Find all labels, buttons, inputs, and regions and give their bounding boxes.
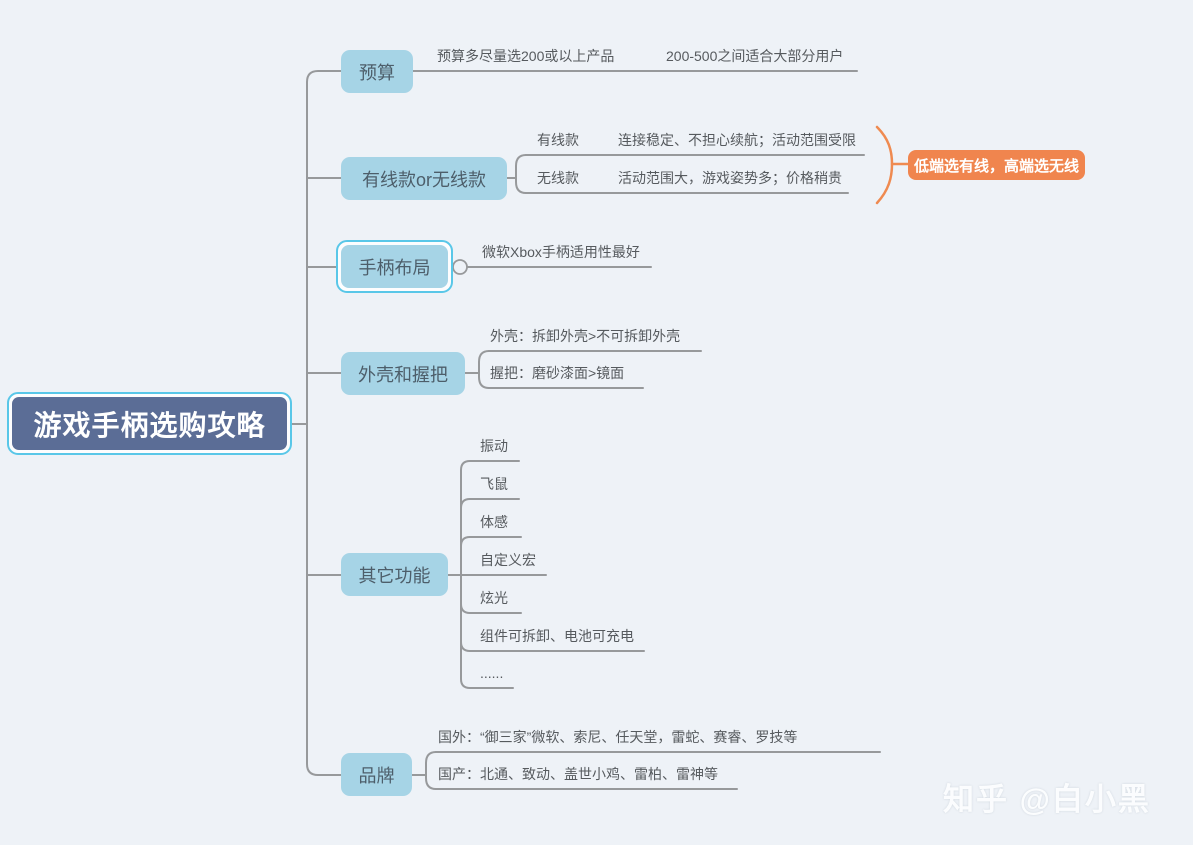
topic-rgb-light[interactable]: 炫光 — [480, 590, 508, 606]
root-topic[interactable]: 游戏手柄选购攻略 — [12, 397, 287, 450]
topic-wired[interactable]: 有线款 — [537, 132, 579, 148]
topic-wireless-desc[interactable]: 活动范围大，游戏姿势多；价格稍贵 — [618, 170, 842, 186]
underline-airmouse — [460, 498, 520, 576]
branch-layout-selection: 手柄布局 — [336, 240, 453, 293]
topic-vibration[interactable]: 振动 — [480, 438, 508, 454]
underline-vibration — [460, 460, 520, 576]
topic-modular-battery[interactable]: 组件可拆卸、电池可充电 — [480, 628, 634, 644]
root-topic-selection: 游戏手柄选购攻略 — [7, 392, 292, 455]
topic-wireless[interactable]: 无线款 — [537, 170, 579, 186]
summary-callout[interactable]: 低端选有线，高端选无线 — [908, 150, 1085, 180]
topic-budget-note-1[interactable]: 预算多尽量选200或以上产品 — [437, 48, 615, 64]
branch-brand[interactable]: 品牌 — [341, 753, 412, 796]
collapse-handle-icon[interactable] — [452, 259, 468, 275]
topic-grip[interactable]: 握把：磨砂漆面>镜面 — [490, 365, 625, 381]
connector-trunk — [306, 70, 342, 776]
underline-etc — [460, 574, 514, 689]
topic-brand-domestic[interactable]: 国产：北通、致动、盖世小鸡、雷柏、雷神等 — [438, 766, 718, 782]
summary-brace-icon — [875, 125, 910, 205]
underline-motion — [460, 536, 522, 576]
branch-layout[interactable]: 手柄布局 — [341, 245, 448, 288]
topic-motion-sense[interactable]: 体感 — [480, 514, 508, 530]
bracket-shell-group — [478, 350, 490, 389]
topic-custom-macro[interactable]: 自定义宏 — [480, 552, 536, 568]
topic-budget-note-2[interactable]: 200-500之间适合大部分用户 — [666, 48, 844, 64]
topic-etc[interactable]: ...... — [480, 665, 504, 681]
connector-lines — [291, 70, 881, 790]
topic-brand-intl[interactable]: 国外：“御三家”微软、索尼、任天堂，雷蛇、赛睿、罗技等 — [438, 729, 798, 745]
topic-layout-note[interactable]: 微软Xbox手柄适用性最好 — [482, 244, 640, 260]
topic-wired-desc[interactable]: 连接稳定、不担心续航；活动范围受限 — [618, 132, 856, 148]
zhihu-watermark: 知乎 @白小黑 — [943, 782, 1151, 817]
branch-wired-or-wireless[interactable]: 有线款or无线款 — [341, 157, 507, 200]
topic-shell[interactable]: 外壳：拆卸外壳>不可拆卸外壳 — [490, 328, 681, 344]
topic-airmouse[interactable]: 飞鼠 — [480, 476, 508, 492]
bracket-wired-group — [515, 154, 527, 194]
branch-shell-grip[interactable]: 外壳和握把 — [341, 352, 465, 395]
bracket-brand-group — [425, 751, 437, 790]
branch-budget[interactable]: 预算 — [341, 50, 413, 93]
branch-other-features[interactable]: 其它功能 — [341, 553, 448, 596]
